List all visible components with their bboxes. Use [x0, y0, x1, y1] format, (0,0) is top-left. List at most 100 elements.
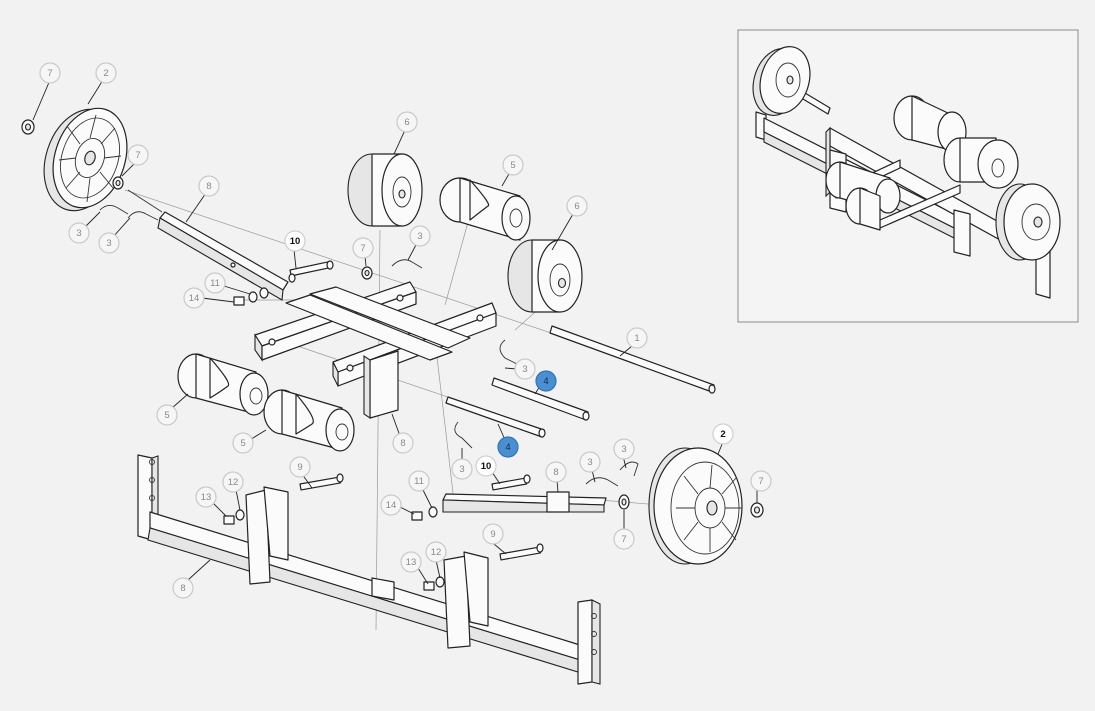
callout-number: 8: [206, 181, 211, 192]
callout-number: 12: [431, 547, 442, 558]
callout-circle: [408, 470, 430, 492]
callout-circle: [68, 222, 90, 244]
callout-number: 7: [621, 534, 626, 545]
nut-washer-13-12-left: [223, 509, 245, 525]
callout-circle: [579, 451, 601, 473]
callout-c13b: 13: [400, 551, 422, 573]
callout-c11a: 11: [204, 272, 226, 294]
nut-washer-13-12-right: [423, 576, 445, 591]
callout-c5b: 5: [156, 404, 178, 426]
callout-c10b: 10: [475, 455, 497, 477]
callout-circle: [222, 471, 244, 493]
callout-c9a: 9: [289, 456, 311, 478]
callout-circle: [514, 358, 536, 380]
callout-c4a: 4: [535, 370, 557, 392]
callout-circle: [198, 175, 220, 197]
callout-number: 7: [135, 150, 140, 161]
callout-c3c: 3: [409, 225, 431, 247]
callout-c8d: 8: [172, 577, 194, 599]
washer-axle-left: [112, 176, 124, 190]
callout-c7c: 7: [352, 237, 374, 259]
callout-number: 14: [189, 293, 200, 304]
callout-circle: [545, 461, 567, 483]
swing-arm-right: [442, 491, 607, 513]
callout-number: 7: [758, 476, 763, 487]
bottom-frame: [137, 454, 601, 685]
callout-number: 1: [634, 333, 639, 344]
nut-washer-right: [411, 506, 438, 521]
callout-circle: [451, 458, 473, 480]
callout-circle: [183, 287, 205, 309]
callout-c8c: 8: [545, 461, 567, 483]
callout-circle: [380, 494, 402, 516]
roller-6-right: [507, 239, 583, 313]
callout-c2b: 2: [712, 423, 734, 445]
callout-number: 7: [47, 68, 52, 79]
roller-6-top: [347, 153, 423, 227]
callout-number: 9: [490, 529, 495, 540]
inset-preview: [737, 29, 1079, 323]
callout-number: 10: [481, 461, 492, 472]
callout-c2a: 2: [95, 62, 117, 84]
callout-c5a: 5: [502, 154, 524, 176]
pin-4-upper: [491, 377, 590, 421]
callout-circle: [400, 551, 422, 573]
callout-number: 8: [180, 583, 185, 594]
callout-number: 3: [417, 231, 422, 242]
callout-number: 3: [76, 228, 81, 239]
callout-circle: [626, 327, 648, 349]
callout-number: 13: [406, 557, 417, 568]
roller-5-top: [439, 177, 531, 241]
roller-5-bottom-b: [263, 389, 355, 452]
callout-number: 13: [201, 492, 212, 503]
callout-number: 5: [164, 410, 169, 421]
wheel-left: [43, 107, 128, 212]
callout-c1: 1: [626, 327, 648, 349]
callout-circle: [127, 144, 149, 166]
callout-number: 4: [543, 376, 548, 387]
callout-circle: [39, 62, 61, 84]
inset-assembly: [752, 46, 1061, 299]
axle-1: [549, 325, 716, 394]
callout-c9b: 9: [482, 523, 504, 545]
callout-circle: [232, 432, 254, 454]
callout-number: 4: [505, 442, 510, 453]
callout-circle: [566, 195, 588, 217]
callout-c14a: 14: [183, 287, 205, 309]
callout-circle: [204, 272, 226, 294]
bolt-9-right: [499, 543, 544, 561]
callout-circle: [497, 436, 519, 458]
callout-c14b: 14: [380, 494, 402, 516]
callout-c7a: 7: [39, 62, 61, 84]
callout-number: 6: [404, 117, 409, 128]
callout-number: 6: [574, 201, 579, 212]
callout-c3f: 3: [579, 451, 601, 473]
callout-number: 12: [228, 477, 239, 488]
callout-c11b: 11: [408, 470, 430, 492]
callout-number: 3: [587, 457, 592, 468]
pin-3-center: [391, 259, 423, 269]
callout-circle: [750, 470, 772, 492]
callout-c7e: 7: [750, 470, 772, 492]
callout-number: 3: [621, 444, 626, 455]
callout-number: 2: [720, 429, 725, 440]
roller-5-bottom-a: [177, 353, 269, 416]
callout-number: 9: [297, 462, 302, 473]
callout-c12a: 12: [222, 471, 244, 493]
callout-c3d: 3: [514, 358, 536, 380]
callout-number: 3: [106, 238, 111, 249]
callout-c7b: 7: [127, 144, 149, 166]
callout-number: 10: [290, 236, 301, 247]
callout-circle: [502, 154, 524, 176]
bolt-9-left: [299, 473, 344, 491]
callout-c13a: 13: [195, 486, 217, 508]
callout-circle: [195, 486, 217, 508]
callout-circle: [396, 111, 418, 133]
callout-circle: [409, 225, 431, 247]
callout-circle: [535, 370, 557, 392]
callout-number: 8: [400, 438, 405, 449]
callout-number: 3: [522, 364, 527, 375]
